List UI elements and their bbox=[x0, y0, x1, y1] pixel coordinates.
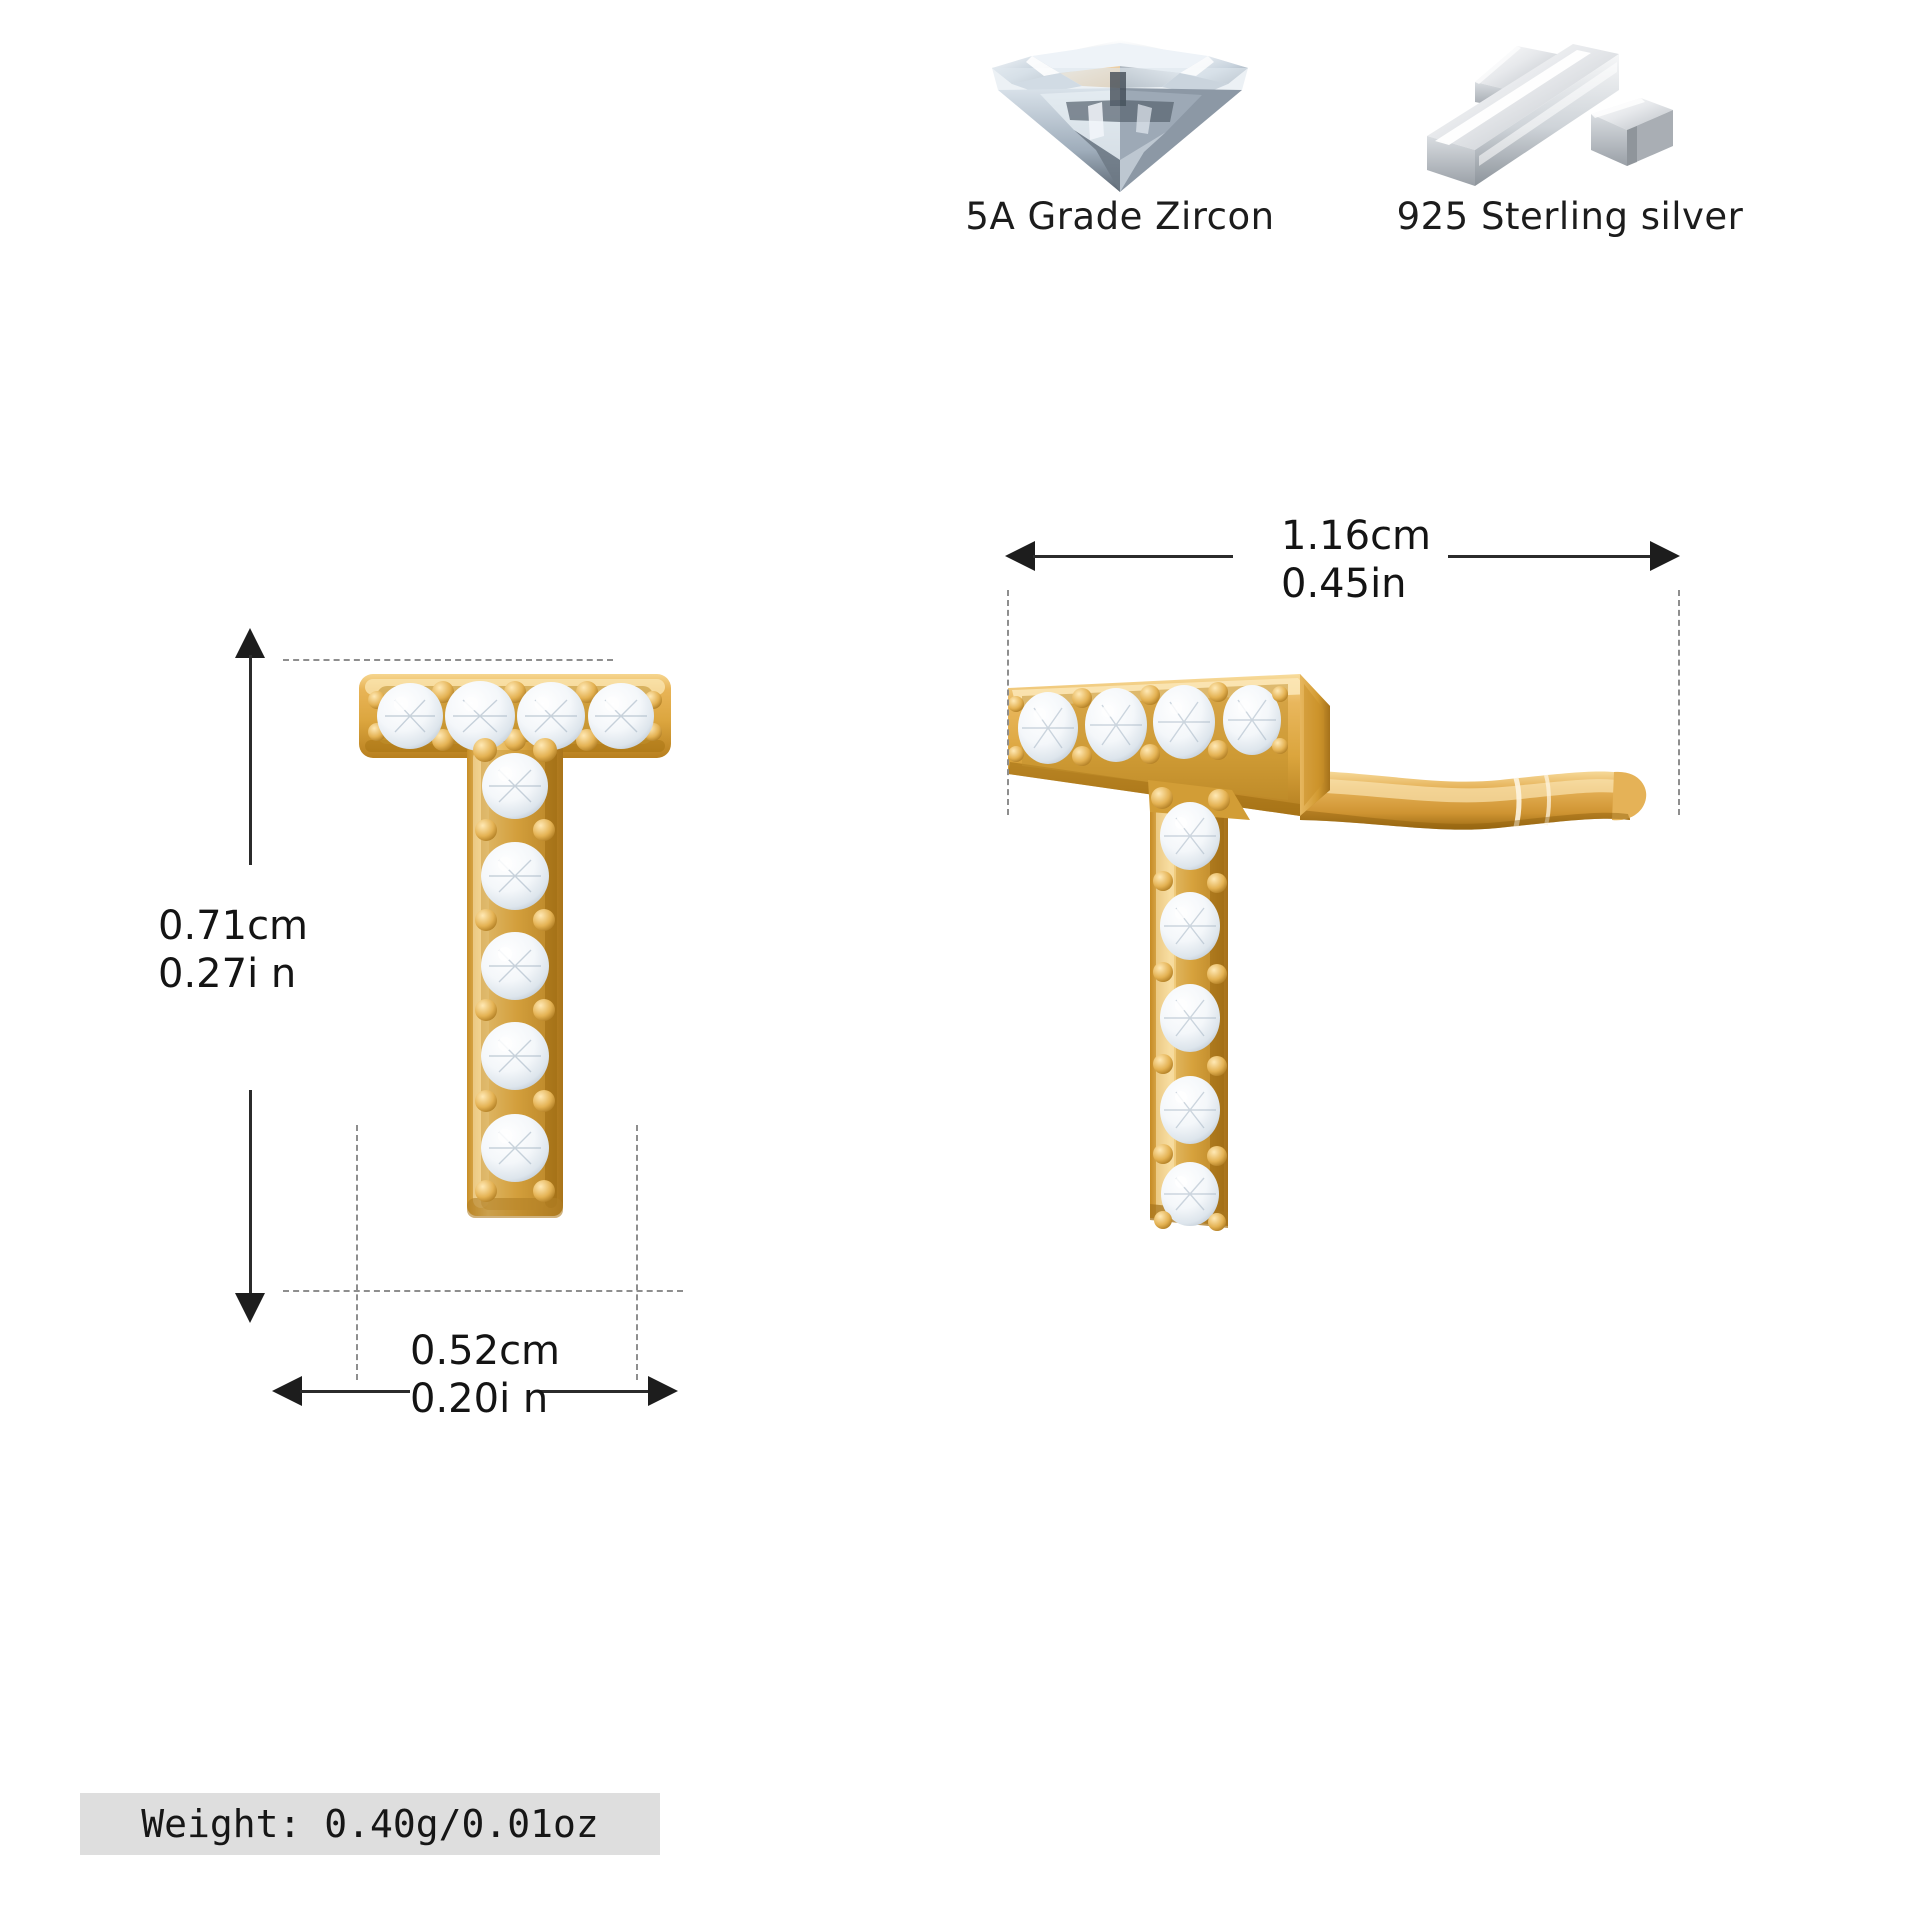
height-arrow-up bbox=[235, 628, 265, 658]
width-line-left bbox=[300, 1390, 410, 1393]
material-badge-silver: 925 Sterling silver bbox=[1240, 10, 1900, 238]
material-badges: 5A Grade Zircon bbox=[910, 10, 1910, 250]
width-in: 0.20i n bbox=[410, 1376, 549, 1422]
height-arrow-down bbox=[235, 1293, 265, 1323]
weight-banner: Weight: 0.40g/0.01oz bbox=[80, 1793, 660, 1855]
extension-line-top bbox=[283, 659, 613, 661]
weight-label: Weight: 0.40g/0.01oz bbox=[141, 1802, 599, 1846]
silver-bars-icon bbox=[1405, 10, 1735, 195]
width-arrow-right bbox=[648, 1376, 678, 1406]
height-line-lower bbox=[249, 1090, 252, 1298]
extension-line-bottom bbox=[283, 1290, 683, 1292]
material-badge-zircon: 5A Grade Zircon bbox=[910, 10, 1330, 238]
length-in: 0.45in bbox=[1281, 561, 1407, 607]
dimension-label-width: 0.52cm 0.20i n bbox=[410, 1327, 560, 1423]
length-cm: 1.16cm bbox=[1281, 513, 1432, 559]
dimension-label-length: 1.16cm 0.45in bbox=[1281, 512, 1431, 608]
width-arrow-left bbox=[272, 1376, 302, 1406]
length-arrow-right bbox=[1650, 541, 1680, 571]
material-label-silver: 925 Sterling silver bbox=[1396, 195, 1744, 238]
dimension-label-height: 0.71cm 0.27i n bbox=[158, 902, 308, 998]
diamond-icon bbox=[970, 10, 1270, 195]
extension-line-stem-right bbox=[636, 1125, 638, 1380]
height-cm: 0.71cm bbox=[158, 903, 309, 949]
material-label-zircon: 5A Grade Zircon bbox=[965, 195, 1275, 238]
earring-side-view bbox=[1000, 670, 1680, 1290]
length-arrow-left bbox=[1005, 541, 1035, 571]
earring-front-view bbox=[355, 670, 675, 1290]
height-in: 0.27i n bbox=[158, 951, 297, 997]
extension-line-length-right bbox=[1678, 590, 1680, 815]
length-line-left bbox=[1033, 555, 1233, 558]
extension-line-stem-left bbox=[356, 1125, 358, 1380]
extension-line-length-left bbox=[1007, 590, 1009, 815]
length-line-right bbox=[1448, 555, 1652, 558]
width-line-right bbox=[540, 1390, 650, 1393]
width-cm: 0.52cm bbox=[410, 1328, 561, 1374]
height-line-upper bbox=[249, 655, 252, 865]
